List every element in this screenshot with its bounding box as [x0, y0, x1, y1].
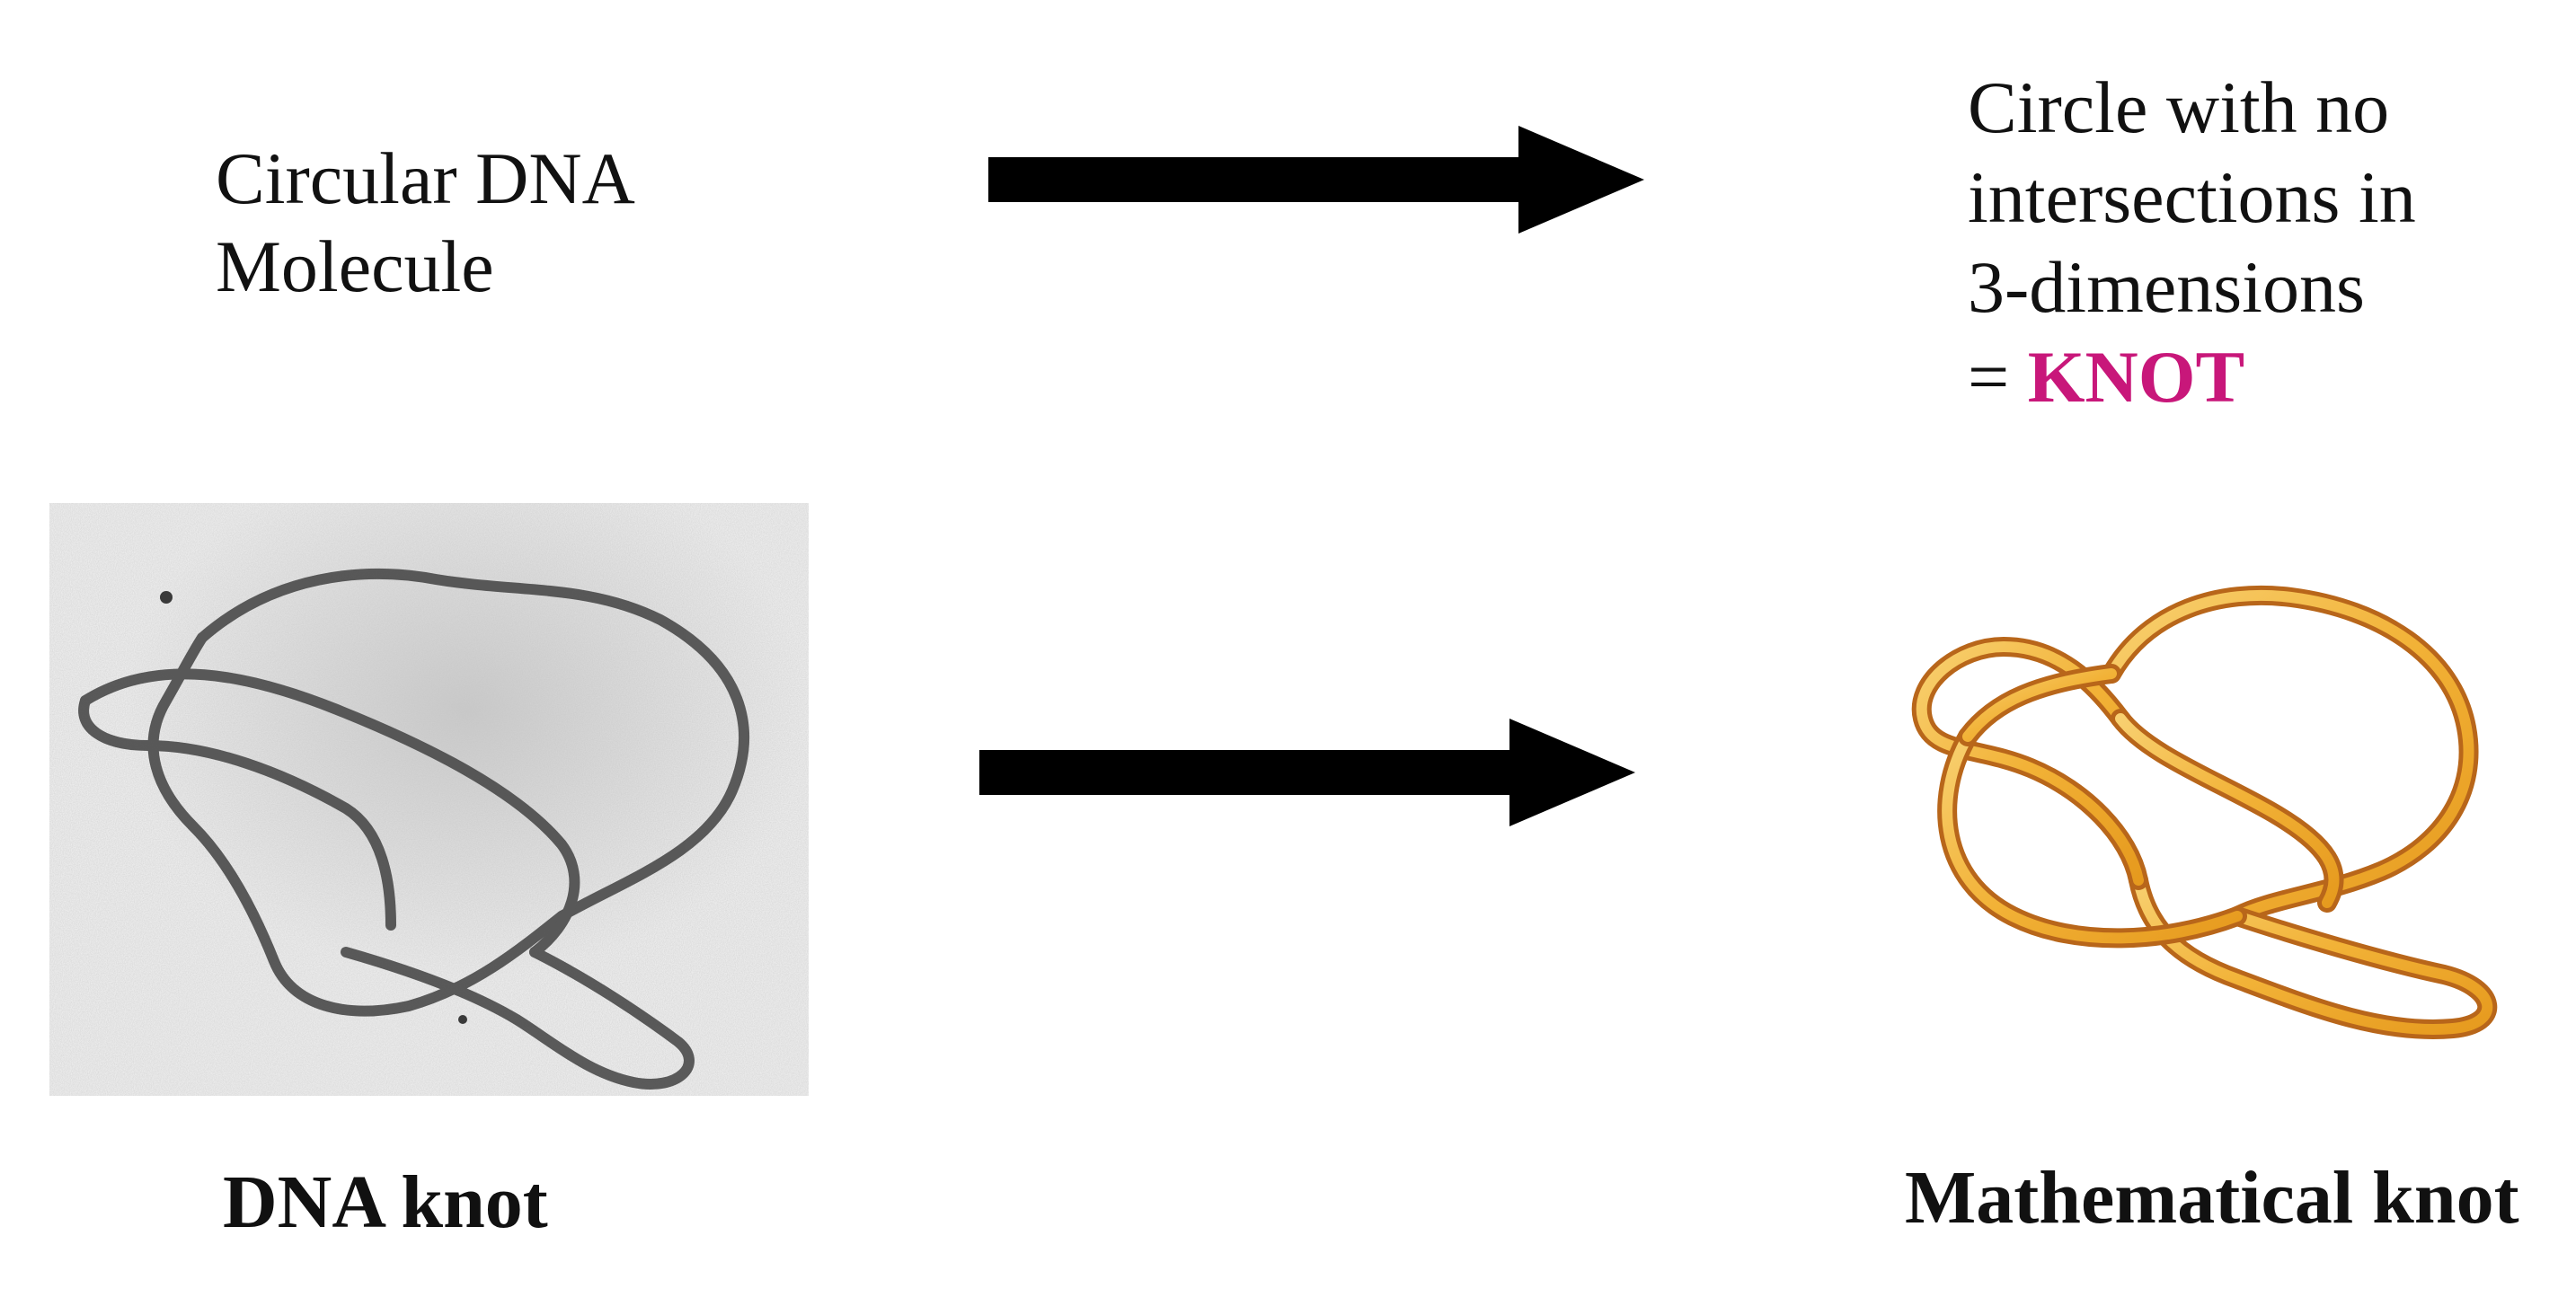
equals-sign: =	[1968, 336, 2028, 418]
circular-dna-label-line1: Circular DNA	[216, 137, 635, 219]
knot-definition-label: Circle with no intersections in 3-dimens…	[1968, 63, 2416, 422]
circular-dna-label-line2: Molecule	[216, 225, 494, 307]
circular-dna-label: Circular DNA Molecule	[216, 135, 635, 311]
dna-knot-caption: DNA knot	[223, 1161, 548, 1244]
knot-definition-line1: Circle with no	[1968, 66, 2390, 148]
knot-highlight: KNOT	[2027, 336, 2245, 418]
knot-definition-line4: = KNOT	[1968, 332, 2416, 422]
mathematical-knot-illustration	[1911, 585, 2498, 1039]
knot-definition-line2: intersections in	[1968, 156, 2416, 238]
dna-knot-micrograph	[49, 503, 809, 1096]
bottom-right-arrow-icon	[979, 719, 1635, 826]
knot-definition-line3: 3-dimensions	[1968, 246, 2365, 328]
top-right-arrow-icon	[988, 126, 1644, 234]
mathematical-knot-caption: Mathematical knot	[1905, 1156, 2519, 1240]
